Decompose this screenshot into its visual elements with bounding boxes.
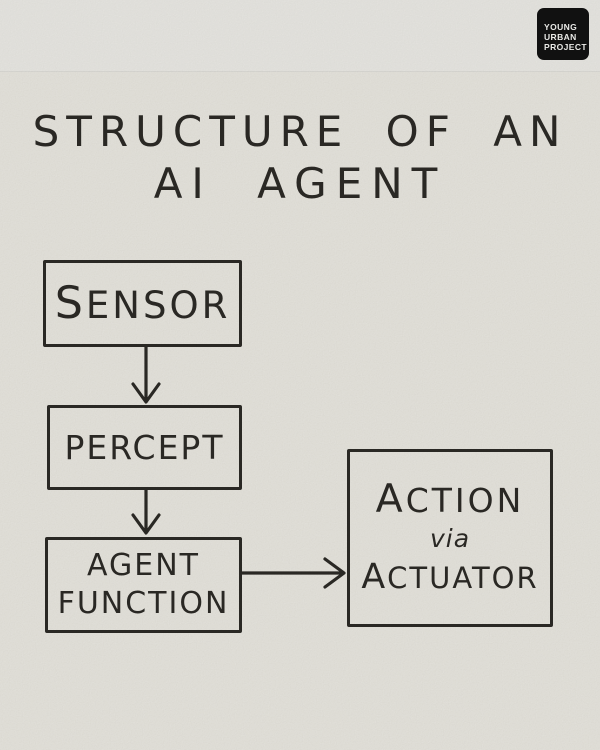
page-title: STRUCTURE OF AN AI AGENT — [0, 106, 600, 210]
title-line-1: STRUCTURE OF AN — [32, 107, 568, 156]
logo-line-urban: URBAN — [544, 31, 577, 42]
header-strip — [0, 0, 600, 72]
arrow-agent-function-to-action — [240, 557, 346, 589]
action-label-line-1: ACTION — [375, 475, 525, 522]
arrow-percept-to-agent-function — [131, 488, 161, 535]
logo-line-young: YOUNG — [544, 21, 578, 32]
sensor-label: SENSOR — [54, 278, 231, 329]
arrow-sensor-to-percept — [131, 345, 161, 404]
logo-line-project: PROJECT — [544, 41, 587, 52]
action-via-actuator-node: ACTION via ACTUATOR — [347, 449, 553, 627]
agent-function-label-line-2: FUNCTION — [57, 586, 230, 621]
action-label-line-2: via — [429, 523, 471, 553]
percept-label: PERCEPT — [64, 428, 225, 467]
agent-function-node: AGENT FUNCTION — [45, 537, 242, 633]
agent-function-label-line-1: AGENT — [87, 548, 200, 583]
sensor-node: SENSOR — [43, 260, 242, 347]
percept-node: PERCEPT — [47, 405, 242, 490]
action-label-line-3: ACTUATOR — [361, 556, 539, 597]
title-line-2: AI AGENT — [153, 159, 447, 208]
young-urban-project-logo: YOUNG URBAN PROJECT — [537, 8, 589, 60]
